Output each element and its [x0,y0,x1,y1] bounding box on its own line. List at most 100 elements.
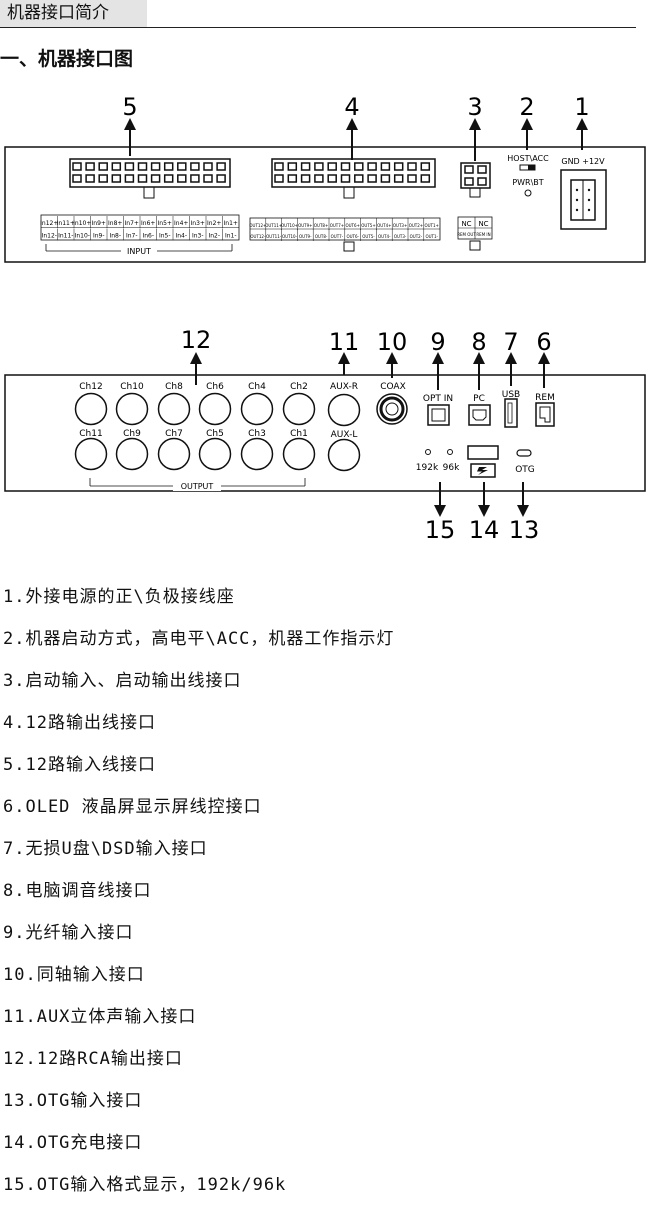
connector-pin [340,174,351,183]
connector-pin [150,162,161,171]
pin-label: OUT1- [425,234,438,239]
rca-jack [240,392,274,426]
pin-label: In2- [208,233,220,240]
connector-pin [380,162,391,171]
output-label: OUTPUT [181,482,214,491]
pin-label: OUT2+ [409,223,423,228]
connector-pin [72,174,82,183]
pin-label: In1+ [224,220,238,227]
pc-usb-port [468,404,491,426]
connector-pin [393,162,404,171]
connector-pin [137,162,148,171]
rca-channel-label: Ch3 [248,429,266,439]
callout-5: 5 [122,93,137,121]
legend-item: 1.外接电源的正\负极接线座 [3,587,235,607]
legend-item: 6.OLED 液晶屏显示屏线控接口 [3,797,262,817]
connector-pin [274,162,284,171]
connector-pin [367,174,377,183]
callout-13: 13 [509,516,540,544]
pin-label: In2+ [207,220,221,227]
rem-label: REM [535,393,555,403]
rca-channel-label: Ch8 [165,382,183,392]
rca-jack [198,392,232,426]
pin-label: In1- [225,233,237,240]
rca-channel-label: Ch7 [165,429,183,439]
pin-label: OUT7+ [330,223,344,228]
legend-item: 13.OTG输入接口 [3,1091,143,1111]
pin-label: OUT5- [362,234,375,239]
connector-pin [287,174,298,183]
connector-pin [150,174,161,183]
pin-label: OUT3- [394,234,407,239]
connector-pin [420,162,431,171]
rca-jack [115,392,149,426]
connector-pin [407,162,417,171]
connector-pin [287,162,298,171]
otg-label: OTG [515,465,535,475]
legend-item: 10.同轴输入接口 [3,965,145,985]
legend-item: 3.启动输入、启动输出线接口 [3,671,242,691]
connector-pin [393,174,404,183]
connector-pin [327,174,337,183]
pin-label: OUT5+ [361,223,375,228]
pin-label: In10+ [73,220,91,227]
legend-item: 2.机器启动方式，高电平\ACC，机器工作指示灯 [3,629,395,649]
pin-label: OUT3+ [393,223,407,228]
pin-label: OUT8+ [314,223,328,228]
connector-pin [85,162,95,171]
pin-label: OUT1+ [424,223,438,228]
rca-jack [157,437,191,471]
pin-label: OUT11- [266,234,282,239]
rca-channel-label: Ch1 [290,429,308,439]
section-divider [0,27,636,28]
callout-1: 1 [574,93,589,121]
connector-pin [98,174,108,183]
pin-label: In12- [42,233,57,240]
bottom-panel-outline [4,374,646,492]
gnd-12v-label: GND +12V [561,157,605,166]
pin-label: OUT9- [299,234,312,239]
rca-jack [157,392,191,426]
connector-pin [327,162,337,171]
connector-pin [98,162,108,171]
pin-label: In6- [142,233,154,240]
pin-label: OUT4- [378,234,391,239]
callout-14: 14 [469,516,500,544]
connector-pin [72,162,82,171]
aux-r-jack [327,393,361,427]
input-harness-connector [69,158,231,199]
pc-label: PC [473,394,485,404]
svg-text:REM IN: REM IN [476,232,490,237]
callout-2: 2 [519,93,534,121]
pin-label: In3+ [191,220,205,227]
pin-label: OUT10- [282,234,298,239]
connector-pin [85,174,95,183]
connector-pin [111,162,122,171]
coax-label: COAX [380,382,406,392]
callout-3: 3 [467,93,482,121]
pin-label: In4+ [174,220,188,227]
coax-jack [376,393,408,425]
pin-label: In8- [109,233,121,240]
rca-jack [282,392,316,426]
callout-12: 12 [181,326,212,354]
aux-r-label: AUX-R [330,382,358,392]
connector-pin [314,174,324,183]
host-acc-label: HOST\ACC [507,154,549,163]
callout-7: 7 [503,328,518,356]
pin-label: In5+ [158,220,172,227]
pin-label: OUT9+ [298,223,312,228]
section-tab: 机器接口简介 [0,0,147,27]
input-pin-labels: In12+In11+In10+In9+In8+In7+In6+In5+In4+I… [40,214,240,241]
pin-label: In3- [192,233,204,240]
input-connector-pins [72,162,226,183]
pin-label: In4- [175,233,187,240]
rca-jack [240,437,274,471]
led-96k [447,449,453,455]
legend-item: 15.OTG输入格式显示，192k/96k [3,1175,287,1195]
rca-channel-label: Ch9 [123,429,141,439]
legend-item: 14.OTG充电接口 [3,1133,143,1153]
callout-10: 10 [377,328,408,356]
connector-pin [300,162,311,171]
